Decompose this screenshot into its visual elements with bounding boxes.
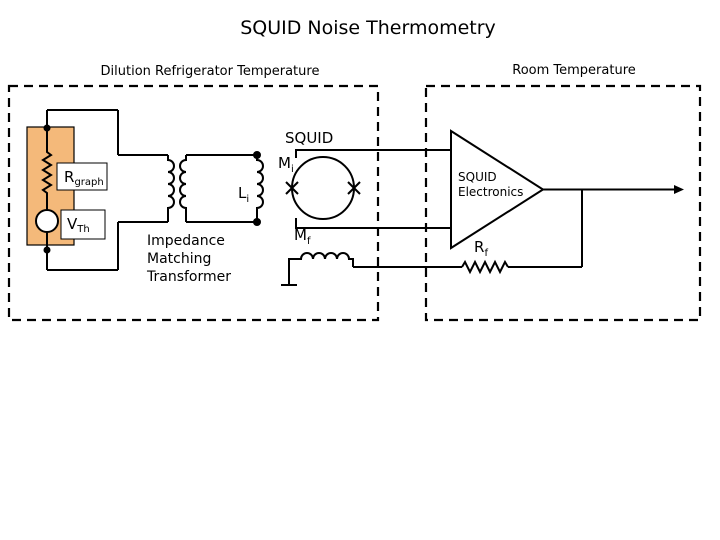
diagram-title: SQUID Noise Thermometry [240,17,496,39]
squid-output-wires [295,149,451,229]
feedback-resistor [461,259,509,275]
feedback-coil [288,252,354,285]
voltage-label-box [60,209,106,240]
feedback-resistor-label: Rf [474,238,488,259]
squid-loop [291,156,355,220]
input-coil-label: Li [238,184,249,205]
transformer-label-line1: Impedance [147,233,225,249]
input-coil-bottom-dot [253,218,261,226]
transformer-secondary-coil [179,155,187,222]
transformer-primary-coil [167,155,175,222]
warm-region-box [424,84,702,322]
transformer-label-line2: Matching [147,251,211,267]
noise-voltage-source [35,209,59,233]
thermometer-resistor [41,140,53,201]
amplifier-label-line1: SQUID [458,170,497,184]
squid-label: SQUID [285,129,333,147]
josephson-junction-left [285,181,299,195]
input-coil-top-dot [253,151,261,159]
resistor-label: Rgraph [64,168,104,188]
squid-electronics-amplifier [450,129,545,250]
feedback-coil-label: Mf [294,226,311,247]
cold-region-box [7,84,380,322]
warm-region-label: Room Temperature [512,63,636,78]
transformer-output-wires [186,154,257,223]
transformer-label-line3: Transformer [146,269,231,285]
voltage-label: VTh [67,215,90,235]
amplifier-label-line2: Electronics [458,185,523,199]
output-arrowhead [674,185,684,194]
sensor-circuit [43,109,168,271]
input-coil [256,155,264,222]
resistor-label-box [56,162,108,191]
cold-region-label: Dilution Refrigerator Temperature [101,64,320,79]
mutual-input-label: Mi [278,154,294,175]
josephson-junction-right [347,181,361,195]
